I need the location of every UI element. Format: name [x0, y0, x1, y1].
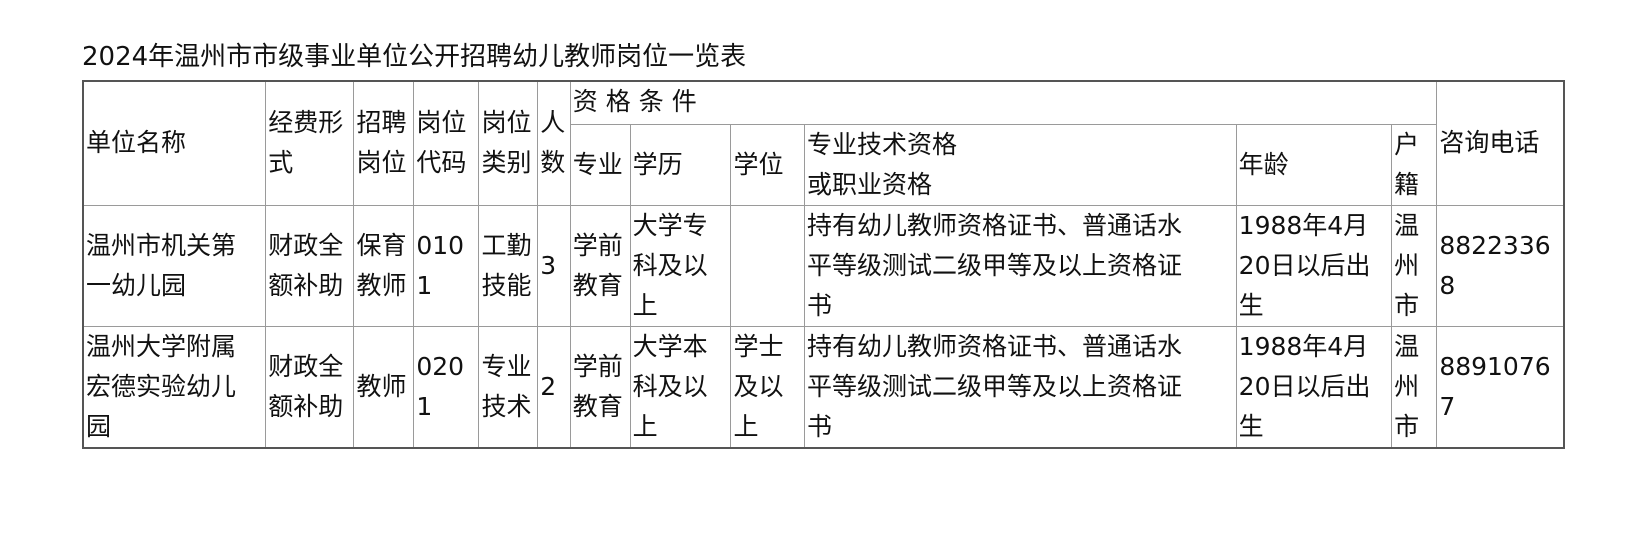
header-qualifications: 资格条件 — [569, 80, 1438, 125]
cell-funding: 财政全 额补助 — [265, 325, 355, 449]
header-unit-name: 单位名称 — [82, 80, 267, 206]
header-headcount: 人 数 — [537, 80, 571, 206]
cell-headcount: 2 — [537, 325, 571, 449]
cell-certificate: 持有幼儿教师资格证书、普通话水 平等级测试二级甲等及以上资格证 书 — [804, 204, 1237, 327]
cell-certificate: 持有幼儿教师资格证书、普通话水 平等级测试二级甲等及以上资格证 书 — [804, 325, 1237, 449]
header-post-code: 岗位 代码 — [413, 80, 480, 206]
header-phone: 咨询电话 — [1436, 80, 1566, 206]
header-major: 专业 — [569, 123, 631, 206]
cell-post-category: 专业 技术 — [478, 325, 539, 449]
cell-degree: 学士 及以 上 — [730, 325, 805, 449]
header-hukou: 户 籍 — [1391, 123, 1438, 206]
header-funding: 经费形 式 — [265, 80, 355, 206]
recruitment-table: 单位名称 经费形 式 招聘 岗位 岗位 代码 岗位 类别 人 数 资格条件 咨询… — [82, 80, 1566, 449]
cell-major: 学前 教育 — [569, 204, 631, 327]
header-education: 学历 — [629, 123, 732, 206]
cell-post-code: 0201 — [413, 325, 480, 449]
header-post-category: 岗位 类别 — [478, 80, 539, 206]
cell-recruit-post: 保育 教师 — [353, 204, 415, 327]
document-title: 2024年温州市市级事业单位公开招聘幼儿教师岗位一览表 — [82, 42, 747, 72]
header-age: 年龄 — [1235, 123, 1393, 206]
cell-post-category: 工勤 技能 — [478, 204, 539, 327]
header-degree: 学位 — [730, 123, 805, 206]
cell-unit-name: 温州市机关第 一幼儿园 — [82, 204, 267, 327]
cell-funding: 财政全 额补助 — [265, 204, 355, 327]
cell-hukou: 温 州 市 — [1391, 204, 1438, 327]
table-row: 温州市机关第 一幼儿园 财政全 额补助 保育 教师 0101 工勤 技能 3 学… — [82, 204, 1566, 327]
cell-headcount: 3 — [537, 204, 571, 327]
cell-phone: 88910767 — [1436, 325, 1566, 449]
cell-post-code: 0101 — [413, 204, 480, 327]
cell-phone: 88223368 — [1436, 204, 1566, 327]
cell-education: 大学专 科及以 上 — [629, 204, 732, 327]
cell-age: 1988年4月 20日以后出 生 — [1235, 204, 1393, 327]
cell-unit-name: 温州大学附属 宏德实验幼儿 园 — [82, 325, 267, 449]
cell-education: 大学本 科及以 上 — [629, 325, 732, 449]
table-row: 温州大学附属 宏德实验幼儿 园 财政全 额补助 教师 0201 专业 技术 2 … — [82, 325, 1566, 449]
cell-hukou: 温 州 市 — [1391, 325, 1438, 449]
cell-recruit-post: 教师 — [353, 325, 415, 449]
header-recruit-post: 招聘 岗位 — [353, 80, 415, 206]
cell-major: 学前 教育 — [569, 325, 631, 449]
header-certificate: 专业技术资格 或职业资格 — [804, 123, 1237, 206]
cell-age: 1988年4月 20日以后出 生 — [1235, 325, 1393, 449]
cell-degree — [730, 204, 805, 327]
header-row-1: 单位名称 经费形 式 招聘 岗位 岗位 代码 岗位 类别 人 数 资格条件 咨询… — [82, 80, 1566, 206]
